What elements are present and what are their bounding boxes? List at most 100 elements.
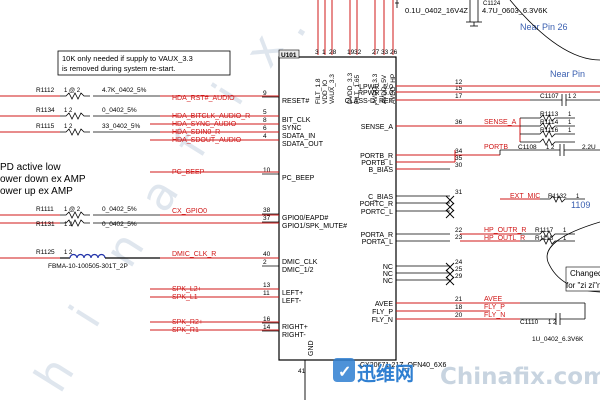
top-pin-number: 3 <box>315 49 319 56</box>
right-part-ref: C1107 <box>540 93 559 100</box>
right-part-value: 2.2U <box>582 144 596 151</box>
svg-text:✓: ✓ <box>338 364 351 381</box>
left-part-ref: R1115 <box>36 123 55 130</box>
left-pin-number: 6 <box>263 125 267 132</box>
right-part-value: 1U_0402_6.3V6K <box>532 336 584 343</box>
chinafix-watermark-logo: ✓ 迅维网 Chinafix.com <box>333 358 600 390</box>
right-net-label: HP_OUTR_R <box>484 227 526 234</box>
right-pin-name: FLY_P <box>372 309 393 316</box>
top-pin-name: VDD_IO <box>322 80 329 104</box>
ferrite-bead-r1125 <box>60 253 160 259</box>
right-pin-number: 34 <box>455 148 463 155</box>
left-part-ref: R1125 <box>36 249 55 256</box>
left-resistors <box>60 92 160 227</box>
right-pin-number: 21 <box>455 296 463 303</box>
top-pin-number: 26 <box>390 49 398 56</box>
left-part-pins: 1 @ 2 <box>64 88 81 94</box>
right-part-ref: C1108 <box>518 144 537 151</box>
left-pin-name: RIGHT+ <box>282 324 308 331</box>
top-pin-number: 28 <box>329 49 337 56</box>
right-part-pins: 1 <box>568 112 572 118</box>
cap-value-1: 0.1U_0402_16V4Z <box>405 6 468 15</box>
right-pin-name: CLASS-D_REF <box>345 98 393 105</box>
left-pin-number: 11 <box>263 290 270 297</box>
cap-value-2: 4.7U_0603_6.3V6K <box>482 6 547 15</box>
right-net-labels: SENSE_APORTBEXT_MICHP_OUTR_RHP_OUTL_RAVE… <box>484 119 540 319</box>
top-pin-number: 19 <box>347 49 355 56</box>
left-pin-number: 2 <box>263 259 267 266</box>
left-pin-name: PC_BEEP <box>282 175 315 182</box>
right-net-label: HP_OUTL_R <box>484 235 525 242</box>
side-note-2: ower down ex AMP <box>0 174 86 185</box>
left-pin-number: 10 <box>263 167 271 174</box>
left-part-ref: R1134 <box>36 107 55 114</box>
left-pin-number: 4 <box>263 133 267 140</box>
left-net-label: SPK_L2+ <box>172 286 202 293</box>
left-part-value: 0_0402_5% <box>102 221 137 228</box>
top-pin-number: 32 <box>354 49 362 56</box>
left-pin-name: RESET# <box>282 98 309 105</box>
left-pin-name: DMIC_1/2 <box>282 267 314 274</box>
right-pin-name: PORTB_L <box>361 160 393 167</box>
logo-cn-text: 迅维网 <box>357 362 414 385</box>
top-pin-name: FILT_1.65 <box>354 74 361 104</box>
left-pin-number: 14 <box>263 324 271 331</box>
vaux-note-box <box>57 50 231 76</box>
left-part-value: 0_0402_5% <box>102 107 137 114</box>
vaux-note-line-1: 10K only needed if supply to VAUX_3.3 <box>62 54 193 63</box>
right-part-ref: C1110 <box>520 319 539 326</box>
left-net-label: SPK_L1- <box>172 294 201 301</box>
left-part-pins: 1 2 <box>64 108 73 114</box>
right-pin-name: C_BIAS <box>368 194 393 201</box>
chip-top-pins: 3FILT_1.81VDD_IO28VAUX_3.319DVDD_3.332FI… <box>315 49 398 104</box>
left-net-label: HDA_BITCLK_AUDIO_R <box>172 113 250 120</box>
top-pin-number: 33 <box>381 49 389 56</box>
side-note-1: PD active low <box>0 162 61 173</box>
right-pin-number: 17 <box>455 93 463 100</box>
left-pin-name: LEFT- <box>282 298 302 305</box>
side-note-3: ower up ex AMP <box>0 186 73 197</box>
vaux-note-line-2: is removed during system re-start. <box>62 64 175 73</box>
change-note-box <box>565 266 600 292</box>
right-pin-number: 20 <box>455 312 463 319</box>
right-part-pins: 1 2 <box>568 94 577 100</box>
left-net-label: SPK_R2+ <box>172 319 203 326</box>
left-part-value: FBMA-10-100505-301T_2P <box>48 263 128 270</box>
right-pin-number: 35 <box>455 155 463 162</box>
left-pin-number: 37 <box>263 215 271 222</box>
chip-ref-box <box>278 49 300 59</box>
left-pin-number: 5 <box>263 109 267 116</box>
top-pin-name: DVDD_3.3 <box>347 73 354 104</box>
no-connect-marks <box>445 195 455 286</box>
right-pin-number: 12 <box>455 79 463 86</box>
near-pin-note: Near Pin <box>550 69 585 79</box>
right-part-ref: R1117 <box>535 227 554 234</box>
near-pin-26-note: Near Pin 26 <box>520 22 568 32</box>
left-part-value: 33_0402_5% <box>102 123 141 130</box>
right-part-pins: 1 <box>563 236 567 242</box>
left-net-labels: HDA_RST#_AUDIOHDA_BITCLK_AUDIO_RHDA_SYNC… <box>172 95 250 334</box>
left-net-label: HDA_RST#_AUDIO <box>172 95 235 102</box>
left-part-ref: R1111 <box>36 206 54 213</box>
right-pin-name: PORTA_R <box>361 232 393 239</box>
left-part-pins: 1 2 <box>64 222 73 228</box>
left-part-pins: 1 2 <box>64 250 73 256</box>
left-pin-name: LEFT+ <box>282 290 303 297</box>
left-net-wires <box>0 95 279 331</box>
logo-mark-icon <box>333 358 355 382</box>
left-part-value: 4.7K_0402_5% <box>102 87 147 94</box>
right-pin-name: NC <box>383 271 393 278</box>
right-pin-name: PORTA_L <box>362 239 393 246</box>
left-part-ref: R1131 <box>36 221 55 228</box>
right-net-label: AVEE <box>484 296 502 303</box>
right-net-label: PORTB <box>484 144 508 151</box>
left-net-label: SPK_R1- <box>172 327 202 334</box>
left-pin-name: GPIO1/SPK_MUTE# <box>282 223 347 230</box>
left-net-label: CX_GPIO0 <box>172 208 207 215</box>
left-pin-name: SDATA_OUT <box>282 141 324 148</box>
left-pin-name: DMIC_CLK <box>282 259 318 266</box>
watermark-char: h <box>24 347 85 400</box>
left-net-label: PC_BEEP <box>172 169 205 176</box>
top-pin-number: 27 <box>372 49 380 56</box>
